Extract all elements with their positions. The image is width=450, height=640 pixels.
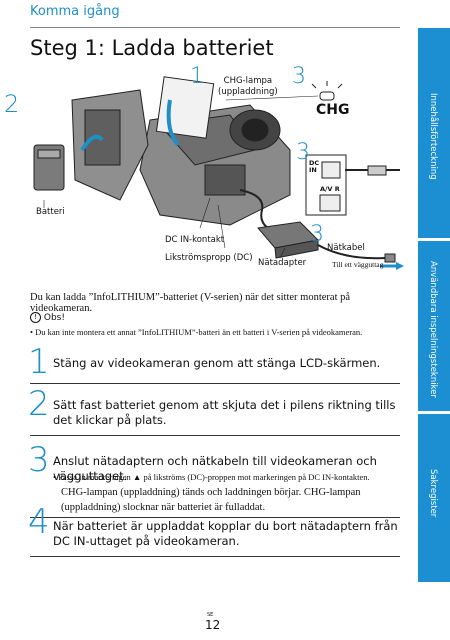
callout-dc-in-jack: DC IN-kontakt — [165, 235, 225, 245]
step-3-text: Anslut nätadaptern och nätkabeln till vi… — [53, 454, 377, 483]
page-title: Steg 1: Ladda batteriet — [30, 36, 274, 60]
dc-in-panel — [305, 154, 400, 216]
step-3-bullet: • Passa in markeringen ▲ på likströms (D… — [53, 472, 370, 482]
step-1-number: 1 — [28, 342, 50, 382]
step-2-number: 2 — [28, 384, 50, 424]
step-divider — [30, 435, 400, 436]
callout-av-r: A/V R — [320, 185, 340, 193]
step-1-text: Stäng av videokameran genom att stänga L… — [53, 356, 381, 370]
step-3-bullet-text: Passa in markeringen ▲ på likströms (DC)… — [58, 472, 370, 482]
step-2-text: Sätt fast batteriet genom att skjuta det… — [53, 398, 396, 427]
tab-useful-techniques[interactable]: Användbara inspelningstekniker — [418, 241, 450, 411]
callout-to-wall: Till ett vägguttag — [332, 260, 384, 269]
figure-marker-3a: 3 — [292, 64, 306, 89]
battery-illustration — [33, 144, 65, 191]
camcorder-illustration — [71, 76, 291, 226]
step-divider — [30, 383, 400, 384]
note-heading: ! Obs! — [30, 312, 65, 323]
step-4-number: 4 — [28, 502, 50, 542]
tab-table-of-contents-label: Innehållsförteckning — [428, 93, 438, 180]
insert-arrow — [80, 134, 104, 152]
tab-index[interactable]: Sakregister — [418, 414, 450, 582]
callout-battery: Batteri — [36, 207, 65, 217]
charging-illustration — [33, 76, 404, 270]
page-number: 12 — [205, 618, 221, 632]
step-3-extra: CHG-lampan (uppladdning) tänds och laddn… — [61, 487, 361, 513]
figure-marker-3b: 3 — [296, 140, 310, 165]
section-label: Komma igång — [30, 4, 120, 19]
intro-text: Du kan ladda ”InfoLITHIUM”-batteriet (V-… — [30, 292, 351, 314]
chg-lamp-icon — [311, 81, 343, 101]
callout-chg-lamp: CHG-lampa (uppladdning) — [218, 76, 278, 97]
note-icon: ! — [30, 312, 41, 323]
step-divider — [30, 556, 400, 557]
header-rule — [30, 27, 400, 28]
callout-chg: CHG — [316, 102, 350, 118]
tab-index-label: Sakregister — [428, 469, 438, 518]
tab-table-of-contents[interactable]: Innehållsförteckning — [418, 28, 450, 238]
step-4-text: När batteriet är uppladdat kopplar du bo… — [53, 519, 398, 548]
figure-marker-1: 1 — [190, 64, 204, 89]
figure-marker-2: 2 — [4, 90, 20, 118]
callout-ac-adaptor: Nätadapter — [258, 258, 307, 268]
note-label: Obs! — [43, 313, 65, 323]
note-text: • Du kan inte montera ett annat ”InfoLIT… — [30, 327, 363, 337]
figure-marker-3c: 3 — [310, 222, 324, 247]
step-divider — [30, 517, 400, 518]
language-code: SE — [207, 612, 214, 618]
callout-dc-in-short: DC IN — [309, 159, 320, 174]
step-3-number: 3 — [28, 440, 50, 480]
callout-power-cord: Nätkabel — [327, 243, 365, 253]
tab-useful-techniques-label: Användbara inspelningstekniker — [428, 261, 438, 398]
callout-dc-plug: Likströmspropp (DC) — [165, 253, 253, 263]
note-body: Du kan inte montera ett annat ”InfoLITHI… — [35, 327, 363, 337]
ac-adaptor-illustration — [257, 221, 396, 263]
